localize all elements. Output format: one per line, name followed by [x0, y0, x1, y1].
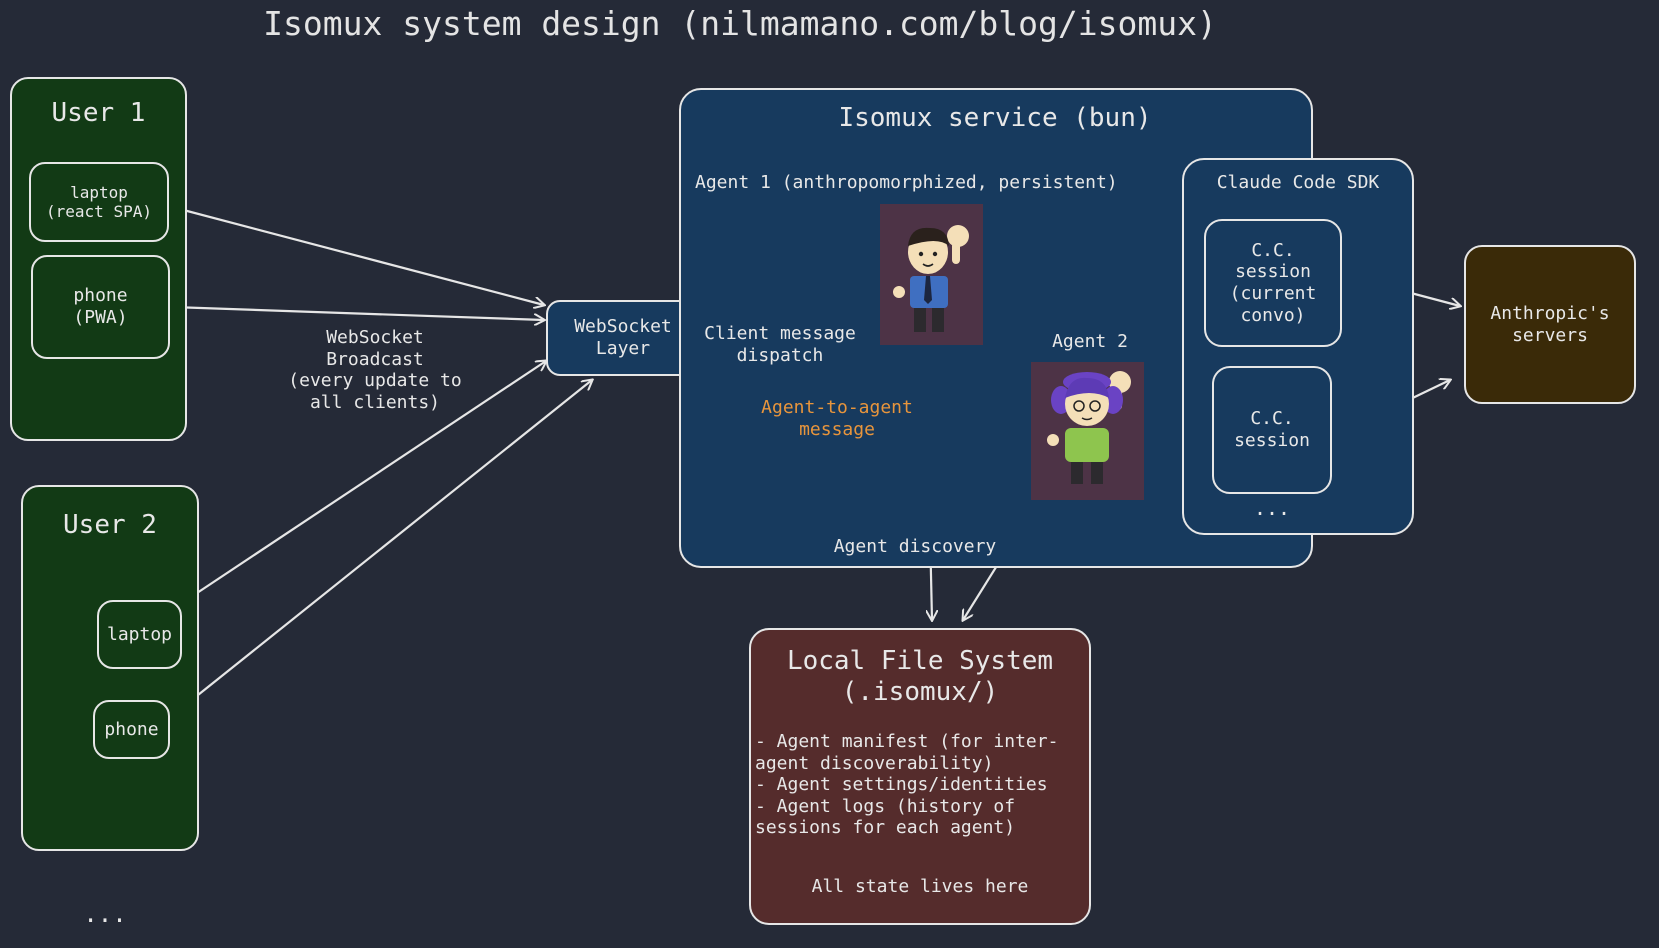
diagram-title: Isomux system design (nilmamano.com/blog…: [263, 4, 1217, 43]
websocket-layer-node: WebSocket Layer: [546, 300, 700, 376]
user2-phone-label: phone: [104, 718, 159, 740]
user2-laptop-label: laptop: [106, 623, 173, 645]
user1-phone-label: phone (PWA): [73, 285, 128, 328]
user1-phone-node: phone (PWA): [31, 255, 170, 359]
cc-session-current-node: C.C. session (current convo): [1204, 219, 1342, 347]
user2-label: User 2: [63, 510, 157, 540]
agent1-raised-hand: [947, 225, 969, 247]
sdk-more-sessions-ellipsis: ...: [1253, 496, 1291, 520]
user1-laptop-label: laptop (react SPA): [46, 182, 152, 221]
user1-label: User 1: [51, 98, 146, 128]
agent2-body: [1065, 428, 1109, 462]
websocket-layer-label: WebSocket Layer: [574, 316, 672, 359]
local-file-system-title: Local File System (.isomux/): [786, 646, 1054, 708]
claude-code-sdk-title: Claude Code SDK: [1216, 172, 1380, 193]
local-file-system-footer: All state lives here: [811, 876, 1029, 897]
agent1-label: Agent 1 (anthropomorphized, persistent): [695, 172, 1118, 193]
anthropic-servers-node: Anthropic's servers: [1464, 245, 1636, 404]
agent2-avatar: [1031, 362, 1144, 500]
local-file-system-contents: - Agent manifest (for inter- agent disco…: [755, 731, 1059, 839]
cc-session-current-label: C.C. session (current convo): [1229, 239, 1317, 326]
more-users-ellipsis: ...: [83, 900, 127, 928]
arrow-user1-phone-websocket: [172, 307, 544, 320]
agent-to-agent-message-label: Agent-to-agent message: [761, 397, 913, 440]
arrow-user1-laptop-websocket: [172, 207, 544, 305]
cc-session-label: C.C. session: [1234, 408, 1310, 451]
isomux-service-title: Isomux service (bun): [838, 103, 1152, 133]
client-message-dispatch-label: Client message dispatch: [704, 323, 856, 366]
user2-phone-node: phone: [93, 700, 170, 759]
user2-laptop-node: laptop: [97, 600, 182, 669]
anthropic-servers-label: Anthropic's servers: [1490, 302, 1610, 346]
cc-session-node: C.C. session: [1212, 366, 1332, 494]
user1-laptop-node: laptop (react SPA): [29, 162, 169, 242]
agent1-avatar: [880, 204, 983, 345]
arrow-user2-phone-websocket: [178, 380, 592, 711]
local-file-system-node: [749, 628, 1091, 925]
agent-discovery-label: Agent discovery: [833, 536, 997, 557]
agent2-label: Agent 2: [1052, 331, 1128, 352]
websocket-broadcast-note: WebSocket Broadcast (every update to all…: [288, 327, 462, 413]
